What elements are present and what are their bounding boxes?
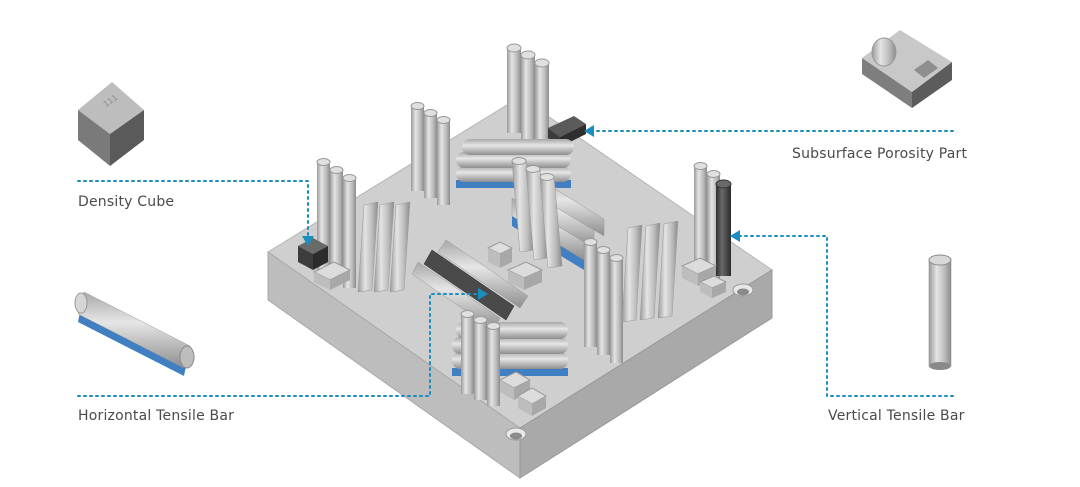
horizontal-tensile-bar-group-on-plate <box>411 239 529 331</box>
tilted-bar-group-right <box>621 220 679 323</box>
vertical-bar-group-back <box>506 43 550 148</box>
arrowhead-density-cube <box>302 236 314 246</box>
vertical-bar-group-left-back <box>410 102 451 205</box>
small-block <box>680 257 728 298</box>
density-cube-on-plate <box>298 238 328 270</box>
leader-line-horizontal-tensile-bar <box>77 293 479 397</box>
vertical-bar-group-left <box>316 158 357 288</box>
vertical-tensile-bar-on-plate <box>716 184 731 276</box>
density-cube-icon: 111 <box>78 82 144 166</box>
horizontal-tensile-bar-icon <box>74 291 195 376</box>
label-vertical-tensile-bar: Vertical Tensile Bar <box>828 408 965 424</box>
label-density-cube: Density Cube <box>78 194 175 210</box>
small-block <box>312 261 352 290</box>
label-horizontal-tensile-bar: Horizontal Tensile Bar <box>78 408 235 424</box>
leader-line-density-cube <box>77 180 309 239</box>
tilted-bar-group-center <box>511 157 563 269</box>
mounting-hole <box>505 427 527 441</box>
small-block <box>486 241 544 290</box>
subsurface-porosity-part-icon <box>862 30 952 108</box>
leader-lines <box>77 130 954 397</box>
mounting-hole <box>732 283 754 297</box>
vertical-bar-group-right <box>693 162 732 284</box>
small-block <box>498 371 548 416</box>
build-plate <box>267 96 773 479</box>
arrowhead-vertical-tensile-bar <box>730 230 740 242</box>
tilted-bar-group-left <box>357 201 411 293</box>
arrowhead-horizontal-tensile-bar <box>478 288 488 300</box>
vertical-bar-group-right-center <box>583 238 624 363</box>
vertical-tensile-bar-icon <box>928 254 952 370</box>
leader-arrowheads <box>302 125 740 300</box>
arrowhead-subsurface-porosity-part <box>584 125 594 137</box>
leader-line-vertical-tensile-bar <box>739 235 954 397</box>
vertical-bar-group-front <box>460 310 501 406</box>
label-subsurface-porosity-part: Subsurface Porosity Part <box>792 146 968 162</box>
